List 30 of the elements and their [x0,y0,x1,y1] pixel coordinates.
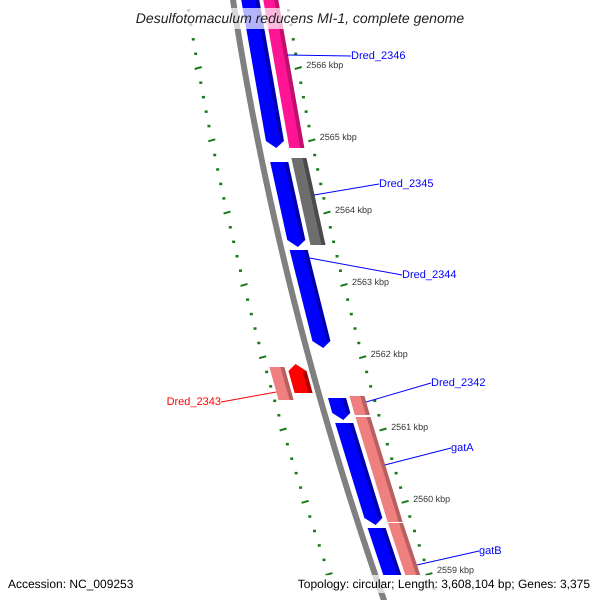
genome-summary: Topology: circular; Length: 3,608,104 bp; Genes: 3,375 [298,575,590,593]
gene-bar [328,398,350,420]
tick-label: 2563 kbp [352,276,390,287]
gene-bar [270,162,306,247]
tick-label: 2564 kbp [335,204,372,215]
gene-bar [335,423,382,525]
gene-label: Dred_2342 [431,376,486,390]
gene-label: Dred_2344 [402,268,456,282]
tick-label: 2559 kbp [436,565,474,576]
gene-label: gatB [479,544,502,558]
leader-line [220,392,277,402]
gene-bar [368,528,402,575]
leader-line [314,184,380,196]
gene-label: Dred_2343 [166,395,221,409]
gene-bar [290,250,330,348]
leader-line [416,550,480,566]
tick-label: 2560 kbp [413,494,450,504]
gene-bar [288,364,313,393]
gene-bar [349,396,370,415]
tick-label: 2565 kbp [320,132,357,142]
gene-label: Dred_2345 [379,177,434,191]
tick-label: 2566 kbp [306,60,344,70]
tick-label: 2561 kbp [391,422,428,432]
leader-line [286,54,352,56]
leader-line [309,258,402,276]
tick-label: 2562 kbp [370,349,408,360]
gene-bar [269,367,294,400]
gene-label: Dred_2346 [351,49,406,63]
leader-line [384,448,452,466]
gene-label: gatA [451,441,474,455]
